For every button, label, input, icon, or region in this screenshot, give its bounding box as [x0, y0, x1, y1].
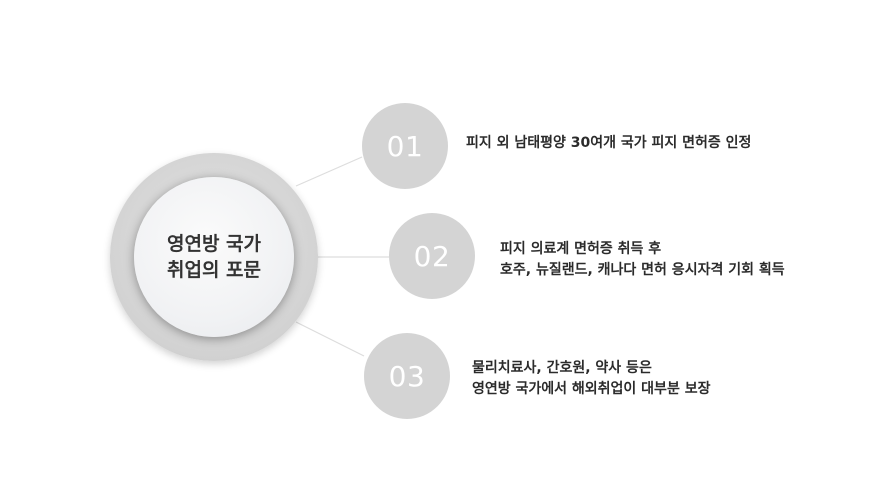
node-number: 01 — [386, 129, 424, 163]
item-description-02: 피지 의료계 면허증 취득 후 호주, 뉴질랜드, 캐나다 면허 응시자격 기회… — [500, 239, 785, 281]
hub-title-line-2: 취업의 포문 — [166, 259, 261, 281]
item-description-03: 물리치료사, 간호원, 약사 등은 영연방 국가에서 해외취업이 대부분 보장 — [472, 358, 710, 400]
item-description-line: 영연방 국가에서 해외취업이 대부분 보장 — [472, 381, 711, 397]
hub-circle: 영연방 국가 취업의 포문 — [134, 177, 294, 337]
item-description-line: 피지 의료계 면허증 취득 후 — [500, 241, 662, 257]
item-description-01: 피지 외 남태평양 30여개 국가 피지 면허증 인정 — [466, 133, 751, 154]
node-number: 03 — [388, 359, 426, 393]
node-03: 03 — [364, 333, 450, 419]
item-description-line: 호주, 뉴질랜드, 캐나다 면허 응시자격 기회 획득 — [500, 262, 785, 278]
item-description-line: 피지 외 남태평양 30여개 국가 피지 면허증 인정 — [466, 135, 752, 151]
node-01: 01 — [362, 103, 448, 189]
hub-title-line-1: 영연방 국가 — [166, 233, 261, 255]
item-description-line: 물리치료사, 간호원, 약사 등은 — [472, 360, 652, 376]
hub-title: 영연방 국가 취업의 포문 — [167, 231, 261, 283]
connector-line-03 — [295, 321, 365, 357]
node-02: 02 — [389, 213, 475, 299]
node-number: 02 — [413, 239, 451, 273]
connector-line-01 — [295, 156, 363, 187]
